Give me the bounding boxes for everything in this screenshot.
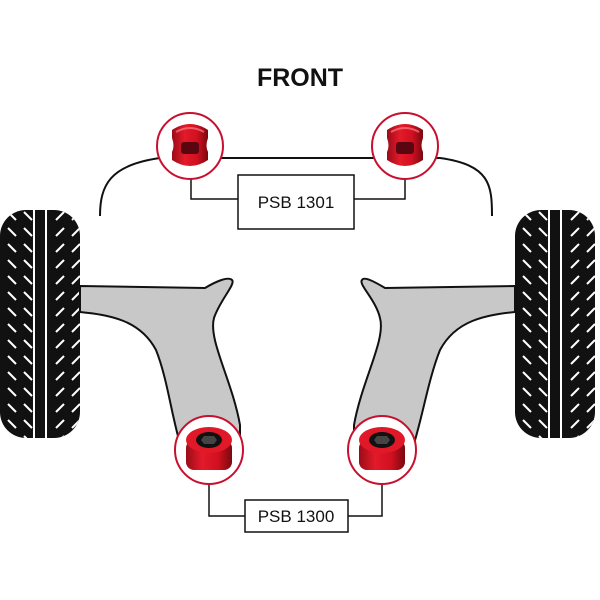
connector-psb1300-left: [208, 482, 245, 517]
wishbone-left: [79, 277, 241, 451]
bush-front-right[interactable]: [371, 112, 439, 180]
connector-psb1301-left: [190, 178, 238, 200]
tyre-left: [0, 210, 80, 438]
bush-front-left[interactable]: [156, 112, 224, 180]
bush-arm-left[interactable]: [174, 415, 244, 485]
connector-psb1300-right: [348, 482, 383, 517]
anti-roll-bar: [99, 157, 493, 217]
part-code-psb1301: PSB 1301: [258, 193, 335, 212]
label-box-psb1300[interactable]: PSB 1300: [244, 499, 349, 533]
tyre-right: [515, 210, 595, 438]
connector-psb1301-right: [354, 178, 406, 200]
part-code-psb1300: PSB 1300: [258, 507, 335, 526]
bush-arm-right[interactable]: [347, 415, 417, 485]
page-title: FRONT: [257, 64, 343, 92]
label-box-psb1301[interactable]: PSB 1301: [237, 174, 355, 230]
wishbone-right: [353, 277, 516, 451]
